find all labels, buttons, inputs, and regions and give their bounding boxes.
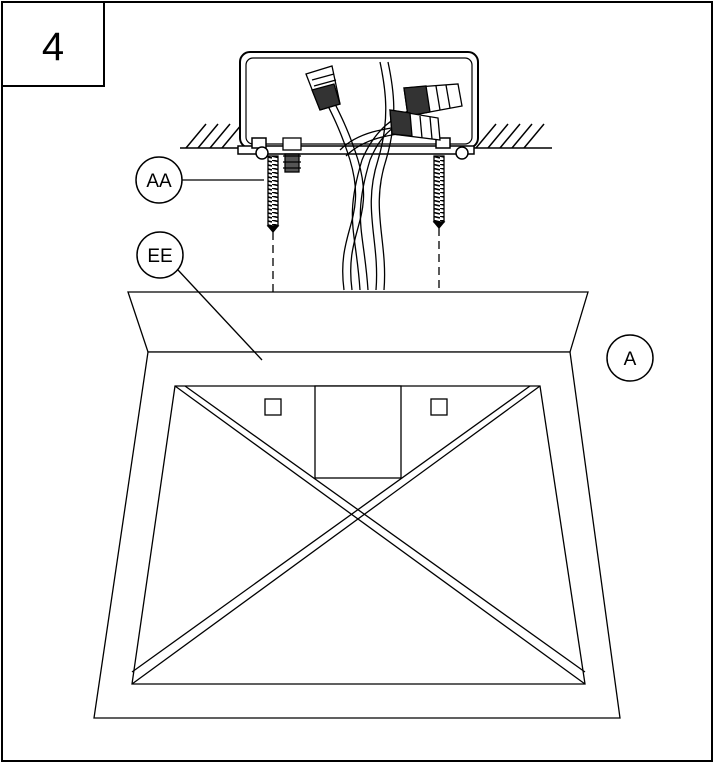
step-number: 4: [42, 25, 64, 69]
wire-connector-left: [305, 65, 341, 111]
callout-a: A: [606, 334, 654, 382]
callout-ee-label: EE: [147, 246, 172, 267]
fixture-body: [93, 351, 621, 719]
mounting-hole-right: [430, 398, 448, 416]
callout-ee: EE: [136, 231, 263, 361]
fixture-top-band: [127, 291, 589, 353]
mounting-hole-left: [264, 398, 282, 416]
wire-connector-right-top: [403, 83, 463, 117]
mounting-screw-right: [432, 155, 446, 230]
mounting-screw-left: [266, 155, 280, 234]
callout-a-label: A: [624, 349, 637, 370]
callout-aa-label: AA: [146, 171, 172, 192]
ground-screw: [282, 137, 302, 173]
wire-connector-right-bottom: [389, 109, 441, 141]
step-number-box: 4: [1, 1, 105, 87]
callout-aa: AA: [135, 156, 264, 204]
